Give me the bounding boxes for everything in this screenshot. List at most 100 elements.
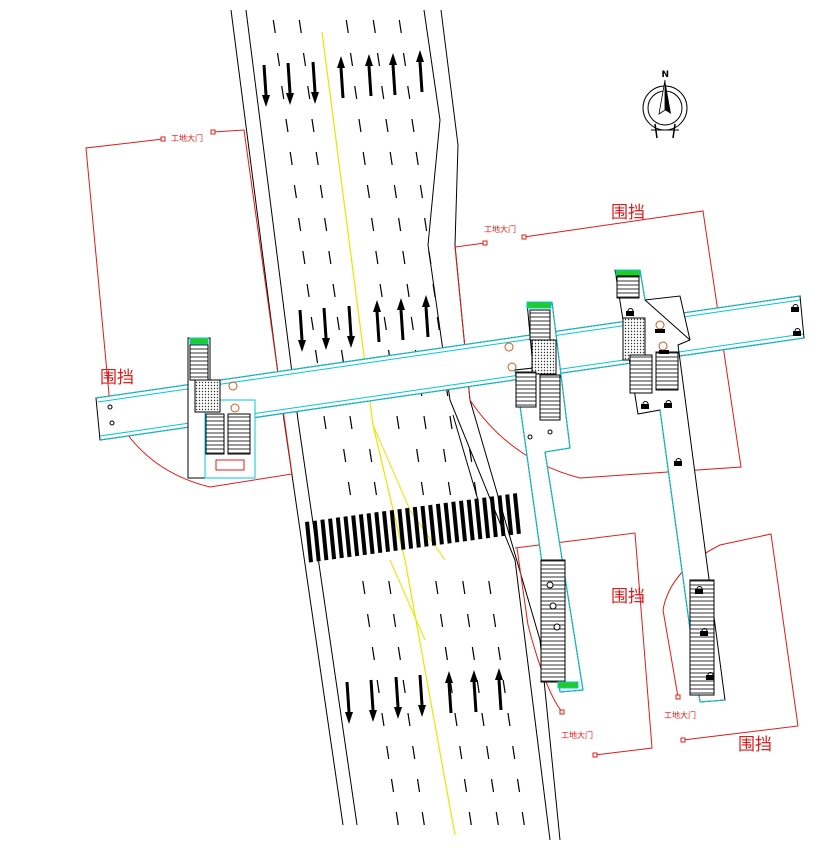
lock-symbol-icon [700,628,708,636]
crosswalk-stripe [351,515,360,557]
crosswalk-stripe [335,517,344,559]
hoarding-right-top [454,210,742,479]
lane-arrow-down-icon [298,309,306,352]
gate-marker [592,752,598,758]
lane-dash [443,448,447,463]
lane-dash [366,613,371,628]
lane-arrow-up-icon [373,300,381,343]
lane-arrows [262,50,503,724]
lane-dash [462,580,466,595]
lane-dash [372,19,376,34]
lane-dash [376,52,381,67]
lane-dash [502,679,506,694]
lane-dash [416,778,421,793]
lane-dash [375,250,379,265]
lane-dash [281,85,285,100]
lane-dash [324,217,328,232]
lane-dash [468,811,472,826]
lane-dash [354,85,358,100]
marker-dot [553,623,561,631]
lane-arrow-up-icon [422,295,430,338]
lane-dash [459,745,463,760]
crosswalk-stripe [459,500,467,542]
lock-symbol-icon [706,672,714,680]
site-gate-label: 工地大门 [171,133,203,143]
lane-arrow-up-icon [365,54,373,97]
crosswalk-stripe [489,496,498,538]
lane-arrow-up-icon [495,668,503,711]
lane-dash [454,712,458,727]
lane-dash [386,745,390,760]
lane-dash [428,250,432,265]
lane-dash [521,811,525,826]
lane-dash [289,151,293,166]
lane-dash [432,283,436,298]
crosswalk-stripe [382,511,390,552]
lane-arrow-up-icon [445,671,453,714]
lane-dashes [272,19,525,826]
lane-dash [416,448,420,463]
site-gate-label: 工地大门 [561,730,593,740]
marker-dot [107,404,113,410]
lane-dash [323,415,327,430]
lane-dash [398,19,402,34]
lane-dash [406,283,410,298]
green-cap [557,681,579,689]
lane-dash [362,151,366,166]
lane-arrow-down-icon [345,681,353,724]
hoarding-label: 围挡 [611,203,645,223]
lane-dash [306,283,310,298]
lane-dash [516,778,521,793]
gate-markers [160,129,686,758]
lock-symbol-icon [791,304,799,312]
crosswalk-stripe [428,504,437,546]
stair [629,354,653,394]
marker-circle [230,403,240,413]
hoarding-right-bottom-mid [514,532,653,756]
lane-dash [311,118,315,133]
lane-dash [393,184,397,199]
lane-dash [415,151,419,166]
lane-dash [293,184,297,199]
lane-dash [495,811,499,826]
lane-dash [285,118,289,133]
labels: 围挡 围挡 围挡 围挡 工地大门 工地大门 工地大门 工地大门 [100,133,772,755]
stair [655,351,679,391]
lane-arrow-down-icon [418,674,426,717]
lock-bar [659,350,669,354]
lane-dash [507,712,511,727]
stair [540,559,566,683]
lane-dash [373,481,378,496]
road-centerline-branch-2 [389,559,426,641]
stair [616,275,640,299]
crosswalk-stripe [512,493,521,535]
north-label: N [662,70,670,80]
lane-dash [381,712,385,727]
lane-dash [411,118,415,133]
road-merge-line [452,414,479,501]
lane-dash [436,316,440,331]
site-gate-label: 工地大门 [484,224,516,234]
lane-dash [395,811,399,826]
lane-arrow-down-icon [322,307,330,350]
lane-dash [328,250,332,265]
crosswalk-stripe [358,514,367,556]
crosswalk-stripe [466,499,475,541]
lock-symbol-icon [641,401,649,409]
lane-dash [421,811,425,826]
platform-grid [194,379,221,413]
lane-dash [371,646,375,661]
crosswalk-stripe [497,495,506,537]
crosswalk-stripe [397,508,406,550]
lane-arrow-up-icon [337,56,345,99]
gate-marker [680,737,686,743]
entrance-middle [504,301,584,693]
crosswalk-stripe [328,518,337,560]
lane-dash [469,448,473,463]
lock-symbol-icon [793,328,801,336]
gate-marker [210,129,216,135]
lane-dash [379,283,383,298]
lane-dash [407,712,411,727]
lock-symbol-icon [626,308,634,316]
hoarding-label: 围挡 [100,368,134,388]
